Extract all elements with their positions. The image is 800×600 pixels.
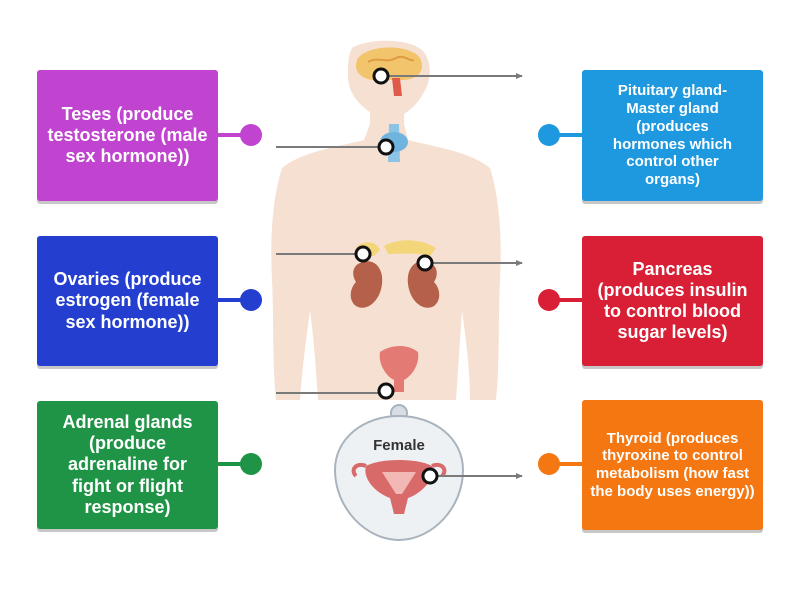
label-card-teses[interactable]: Teses (produce testosterone (male sex ho… [37, 70, 218, 201]
brain-folds [367, 55, 415, 63]
card-stem-pituitary [551, 133, 583, 137]
body-silhouette [271, 40, 501, 400]
label-text-teses: Teses (produce testosterone (male sex ho… [47, 103, 208, 167]
card-handle-pancreas[interactable] [538, 289, 560, 311]
pointer-arrowheads [516, 73, 523, 479]
label-card-ovaries[interactable]: Ovaries (produce estrogen (female sex ho… [37, 236, 218, 366]
label-text-thyroid: Thyroid (produces thyroxine to control m… [590, 429, 755, 500]
card-stem-ovaries [217, 298, 249, 302]
label-card-pancreas[interactable]: Pancreas (produces insulin to control bl… [582, 236, 763, 366]
label-text-ovaries: Ovaries (produce estrogen (female sex ho… [53, 269, 202, 332]
uterus-inset-inner [382, 472, 416, 494]
uterus-shape [379, 346, 419, 392]
kidney-right-shape [407, 261, 440, 308]
card-stem-teses [217, 133, 249, 137]
card-handle-ovaries[interactable] [240, 289, 262, 311]
label-text-adrenal: Adrenal glands (produce adrenaline for f… [62, 411, 193, 517]
label-card-adrenal[interactable]: Adrenal glands (produce adrenaline for f… [37, 401, 218, 529]
brain-shape [355, 47, 422, 80]
pancreas-shape [384, 240, 436, 256]
card-handle-adrenal[interactable] [240, 453, 262, 475]
label-text-pancreas: Pancreas (produces insulin to control bl… [597, 258, 748, 343]
label-text-pituitary: Pituitary gland- Master gland (produces … [612, 82, 733, 188]
brainstem-shape [392, 78, 402, 96]
card-handle-pituitary[interactable] [538, 124, 560, 146]
inset-label: Female [373, 437, 425, 454]
kidney-left-shape [350, 261, 383, 308]
fallopian-tubes [351, 463, 447, 478]
label-card-pituitary[interactable]: Pituitary gland- Master gland (produces … [582, 70, 763, 201]
label-card-thyroid[interactable]: Thyroid (produces thyroxine to control m… [582, 400, 763, 530]
card-stem-pancreas [551, 298, 583, 302]
pointer-lines [276, 75, 522, 477]
card-handle-teses[interactable] [240, 124, 262, 146]
torso-shape [271, 124, 501, 400]
card-stem-adrenal [217, 462, 249, 466]
drop-target-circles[interactable] [354, 67, 439, 485]
card-handle-thyroid[interactable] [538, 453, 560, 475]
card-stem-thyroid [551, 462, 583, 466]
